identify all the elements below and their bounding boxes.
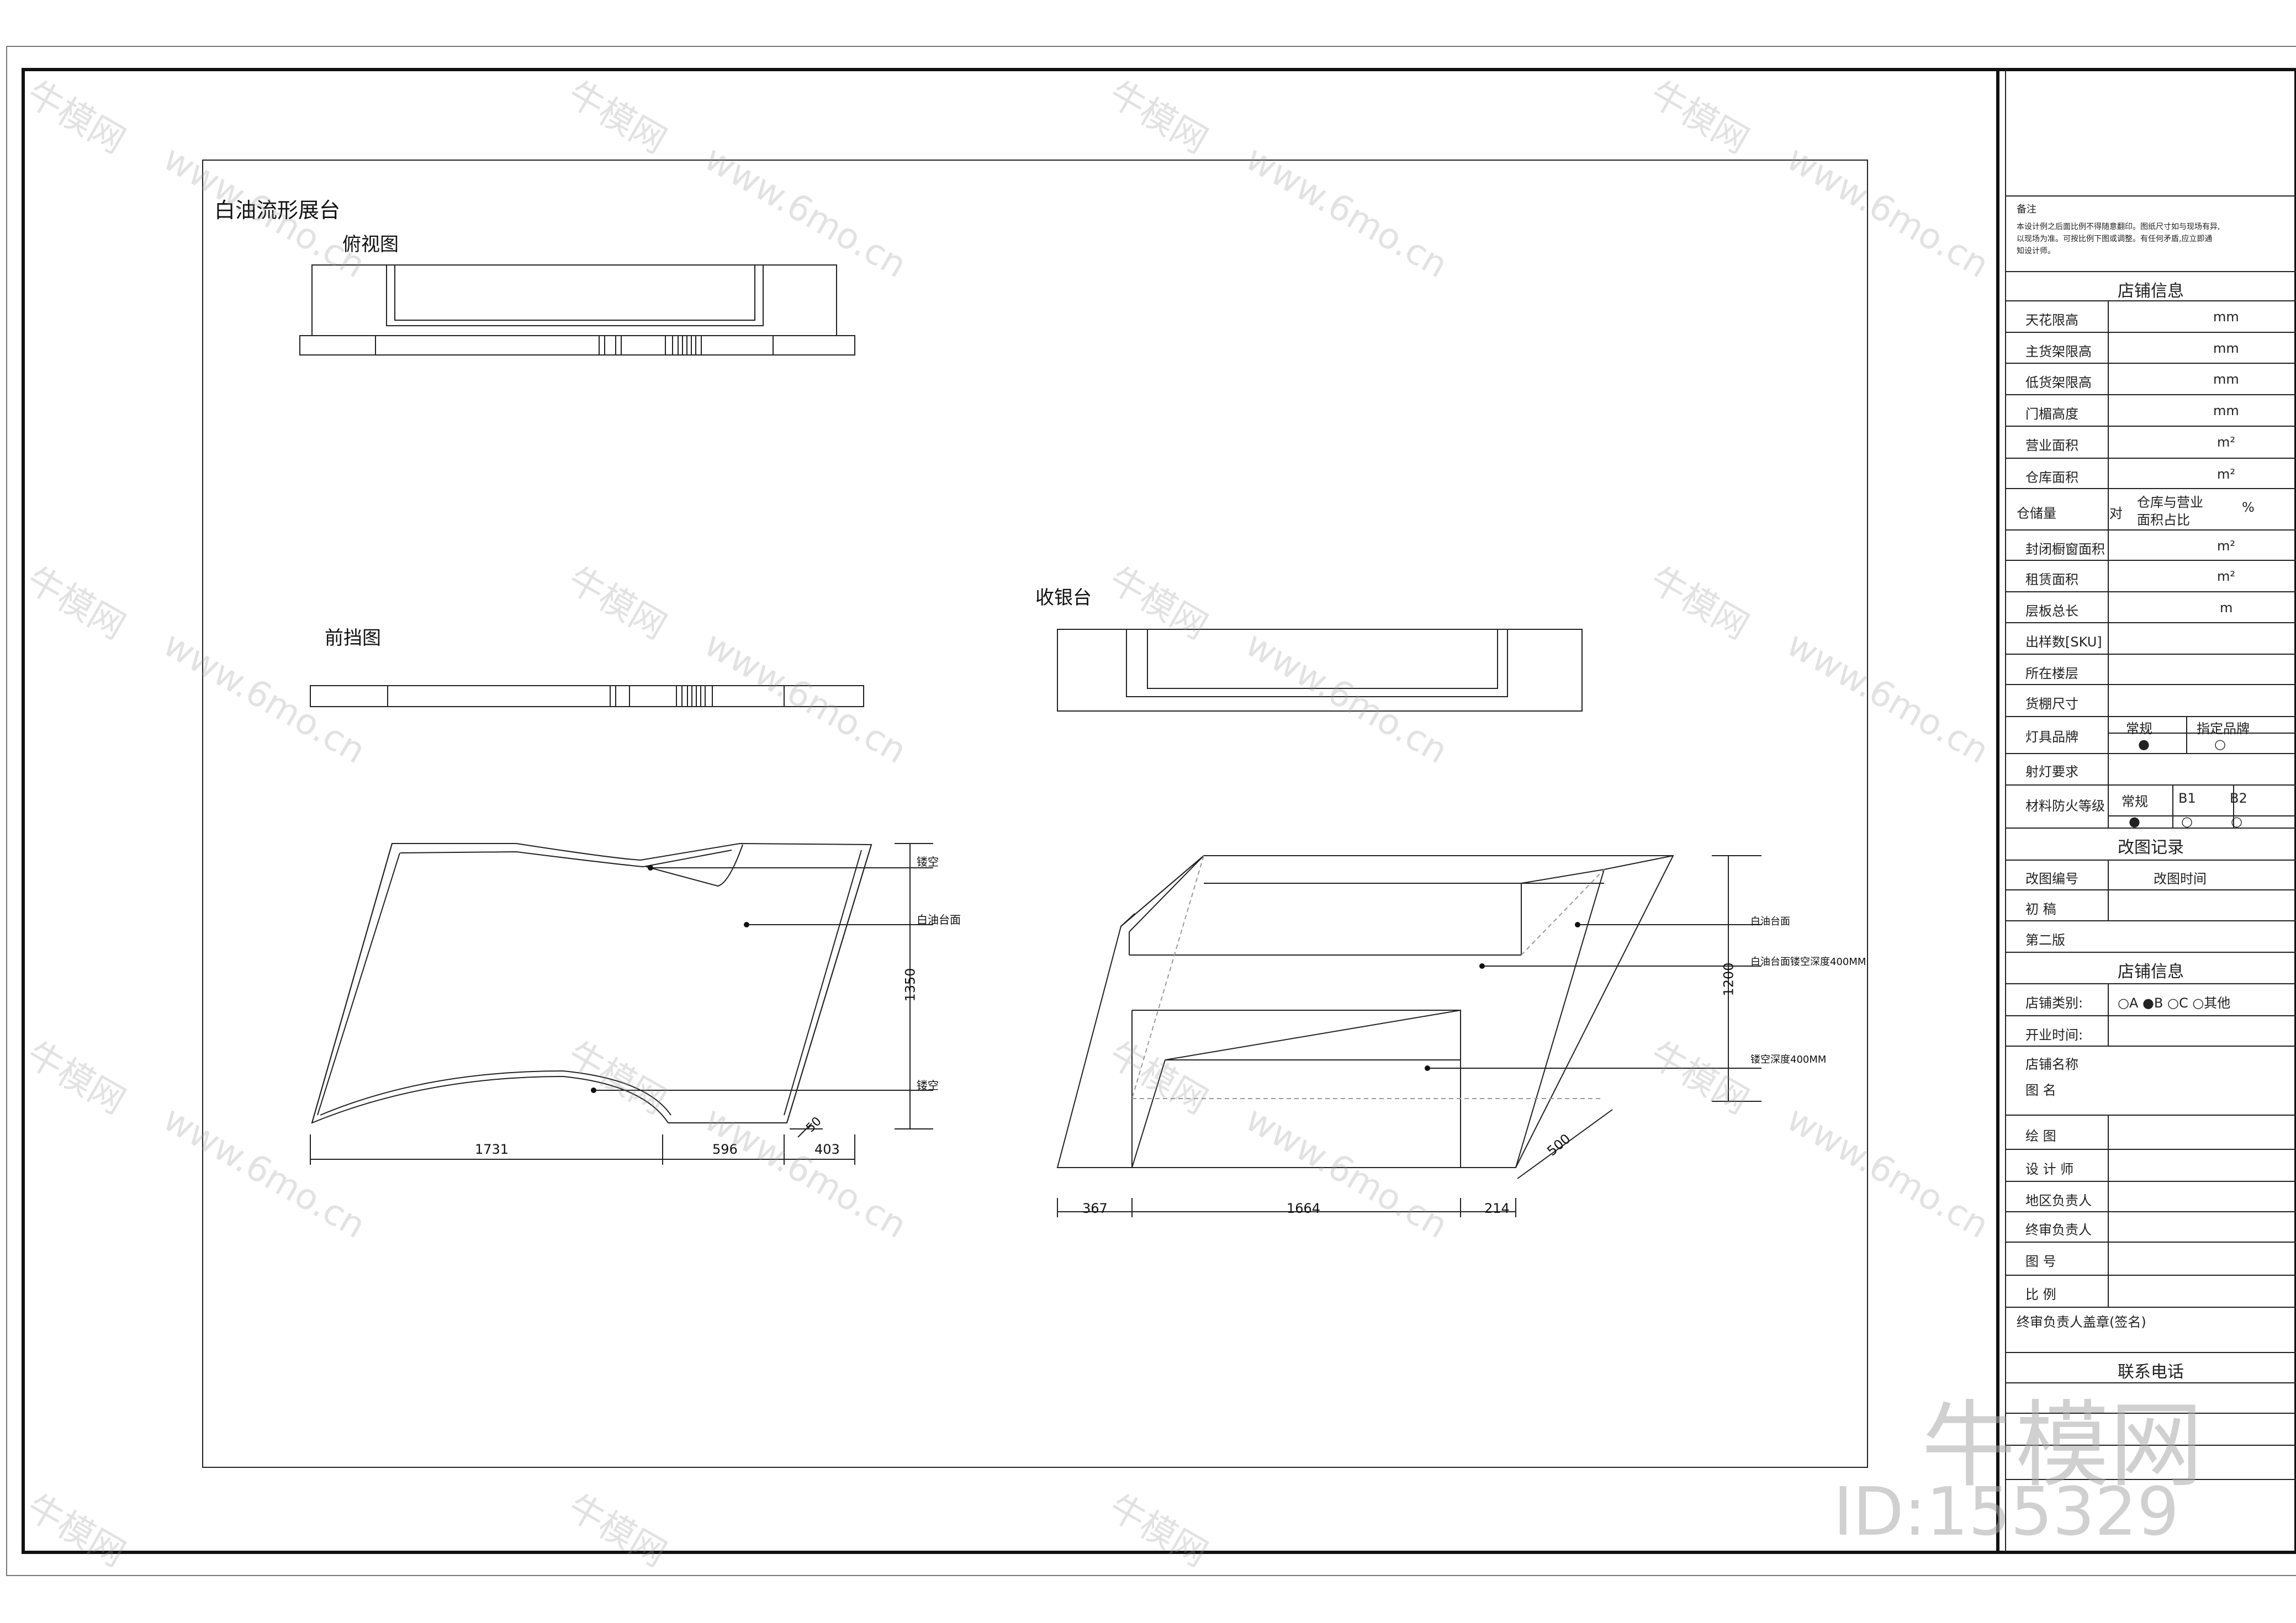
row-label: 低货架限高	[2025, 375, 2092, 390]
store-info-header: 店铺信息	[2118, 282, 2184, 301]
callout-hollow-top: 镂空	[917, 855, 939, 868]
dim-vertical-1200: 1200	[1721, 962, 1737, 996]
sheet-outer-frame	[6, 46, 2296, 1576]
row-unit: mm	[2213, 403, 2239, 418]
dim-vertical-1350: 1350	[902, 968, 918, 1002]
title-block-grid	[2006, 195, 2296, 1480]
front-view	[310, 685, 864, 707]
notes-label: 备注	[2017, 204, 2036, 215]
callout-hollow-bottom: 镂空	[917, 1079, 939, 1092]
sheet-inner-frame	[22, 68, 2296, 1554]
lighting-opt-brand: 指定品牌	[2197, 721, 2250, 736]
fire-radio-selected-icon: ●	[2129, 814, 2140, 829]
fire-radio-empty-icon: ○	[2181, 814, 2193, 829]
front-view-title: 前挡图	[325, 627, 381, 649]
store-type-options: ○A ●B ○C ○其他	[2118, 995, 2231, 1011]
row-unit: m²	[2217, 466, 2235, 482]
cashier-leaders	[1057, 855, 1761, 1217]
fire-label: 材料防火等级	[2025, 798, 2105, 814]
store-info-header-2: 店铺信息	[2118, 962, 2184, 982]
store-type-label: 店铺类别:	[2025, 995, 2083, 1011]
row-unit: mm	[2213, 309, 2239, 325]
row2-label: 租赁面积	[2025, 572, 2078, 587]
revision-col-no: 改图编号	[2025, 871, 2078, 887]
store-name-label: 店铺名称	[2025, 1057, 2078, 1072]
row-label: 天花限高	[2025, 312, 2078, 328]
row2-label: 封闭橱窗面积	[2025, 542, 2105, 557]
row-unit: mm	[2213, 341, 2239, 356]
sign-row: 终审负责人	[2025, 1222, 2092, 1238]
lighting-label: 灯具品牌	[2025, 729, 2078, 745]
callout-cashier-hollow-depth: 镂空深度400MM	[1750, 1054, 1827, 1065]
dim-367: 367	[1082, 1201, 1108, 1216]
revision-header: 改图记录	[2118, 838, 2184, 857]
row2-label: 货棚尺寸	[2025, 696, 2078, 712]
row2-unit: m²	[2217, 538, 2235, 554]
sign-row: 绘 图	[2025, 1128, 2056, 1144]
top-view-title: 俯视图	[342, 234, 399, 256]
callout-white-top: 白油台面	[917, 913, 961, 926]
row-unit: m²	[2217, 434, 2235, 450]
cashier-title: 收银台	[1035, 587, 1092, 609]
storage-ratio-1: 仓库与营业	[2137, 495, 2203, 510]
row-label: 仓库面积	[2025, 470, 2078, 485]
dim-596: 596	[712, 1142, 738, 1157]
spot-label: 射灯要求	[2025, 764, 2078, 779]
cashier-top-view	[1057, 629, 1583, 712]
lighting-radio-empty-icon: ○	[2214, 736, 2226, 752]
dim-1664: 1664	[1287, 1201, 1321, 1216]
storage-unit: %	[2242, 500, 2255, 515]
dim-1731: 1731	[475, 1142, 509, 1157]
notes-line-1: 本设计例之后面比例不得随意翻印。图纸尺寸如与现场有异,	[2017, 222, 2220, 231]
revision-col-time: 改图时间	[2154, 871, 2207, 887]
fire-opt-regular: 常规	[2122, 794, 2148, 809]
sign-row: 地区负责人	[2025, 1193, 2092, 1208]
fire-opt-b1: B1	[2178, 791, 2196, 806]
sign-row: 设 计 师	[2025, 1161, 2074, 1177]
row2-unit: m²	[2217, 569, 2235, 584]
lighting-radio-selected-icon: ●	[2138, 736, 2150, 752]
row-label: 主货架限高	[2025, 344, 2092, 359]
open-time-label: 开业时间:	[2025, 1027, 2083, 1043]
callout-cashier-top: 白油台面	[1750, 916, 1790, 927]
cashier-perspective	[1056, 855, 1674, 1168]
watermark-brand-large: 牛模网	[1922, 1391, 2204, 1500]
lighting-opt-regular: 常规	[2126, 721, 2152, 736]
sign-row: 图 号	[2025, 1254, 2056, 1269]
display-table-perspective	[311, 842, 872, 1124]
sign-row: 比 例	[2025, 1287, 2056, 1302]
notes-line-2: 以现场为准。可按比例下图或调整。有任何矛盾,应立即通	[2017, 235, 2213, 243]
dim-403: 403	[814, 1142, 840, 1157]
watermark-id: ID:155329	[1833, 1474, 2179, 1551]
drawing-name-label: 图 名	[2025, 1083, 2056, 1098]
contact-header: 联系电话	[2118, 1362, 2184, 1382]
row2-label: 出样数[SKU]	[2025, 634, 2102, 650]
storage-mid: 对	[2109, 506, 2123, 521]
notes-line-3: 知设计师。	[2017, 247, 2055, 256]
drawing-title: 白油流形展台	[214, 198, 341, 222]
row-label: 门楣高度	[2025, 406, 2078, 422]
display-table-leaders	[310, 843, 933, 1165]
fire-opt-b2: B2	[2230, 791, 2247, 806]
revision-row-second: 第二版	[2025, 932, 2065, 948]
storage-label: 仓储量	[2017, 506, 2056, 521]
row-label: 营业面积	[2025, 438, 2078, 453]
row-unit: mm	[2213, 372, 2239, 387]
row2-label: 层板总长	[2025, 603, 2078, 619]
final-sign-label: 终审负责人盖章(签名)	[2017, 1314, 2146, 1330]
drawing-area-frame	[202, 160, 1868, 1468]
top-view	[299, 264, 855, 356]
row2-label: 所在楼层	[2025, 666, 2078, 681]
fire-radio-empty-icon: ○	[2231, 814, 2242, 829]
revision-row-draft: 初 稿	[2025, 901, 2056, 917]
dim-214: 214	[1484, 1201, 1510, 1216]
row2-unit: m	[2220, 600, 2233, 616]
storage-ratio-2: 面积占比	[2137, 512, 2190, 528]
callout-cashier-hollow: 白油台面镂空深度400MM	[1750, 956, 1866, 968]
